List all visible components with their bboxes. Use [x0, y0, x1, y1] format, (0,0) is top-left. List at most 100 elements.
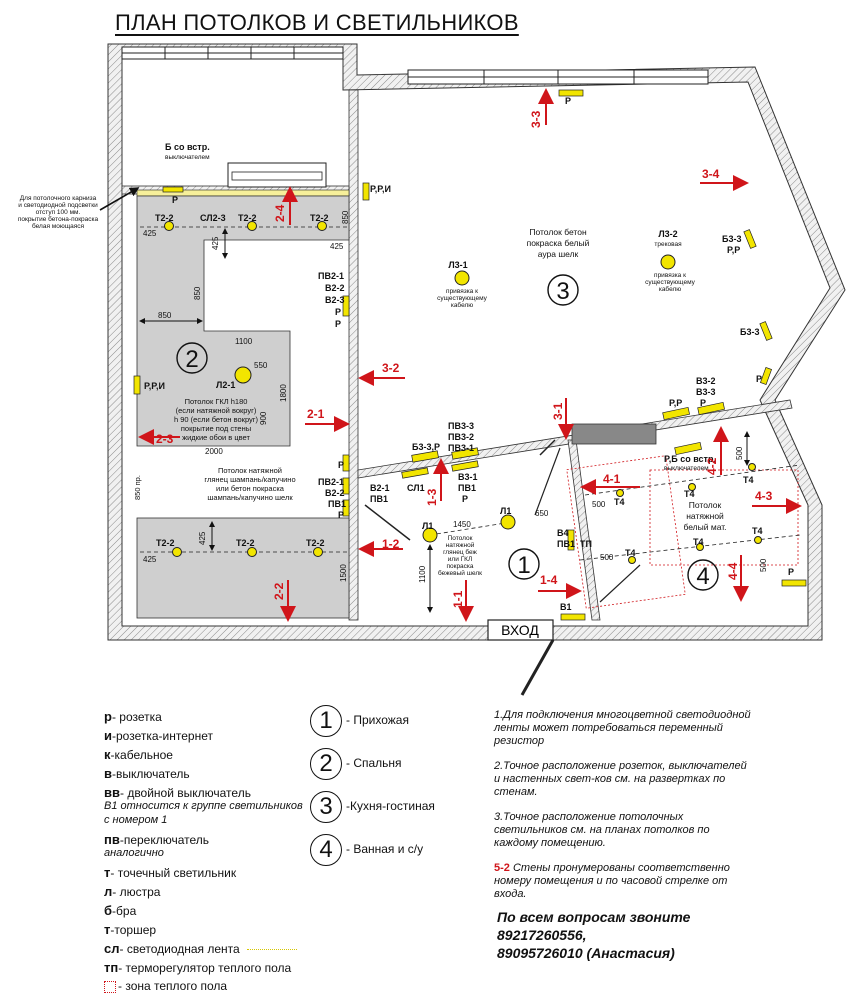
svg-text:2: 2 [185, 346, 198, 373]
svg-text:ПВ2-1: ПВ2-1 [318, 271, 344, 281]
room-key-item: 2- Спальня [310, 748, 480, 788]
room2-bottom-zone [136, 517, 350, 619]
svg-text:глянец шампань/капучино: глянец шампань/капучино [204, 475, 295, 484]
warm-floor-zone-1 [566, 455, 686, 609]
lamp-t4-d [628, 556, 636, 564]
room-number-4 [687, 559, 719, 591]
switch-sl1 [401, 467, 429, 479]
wall-2-3 [348, 89, 359, 621]
svg-text:Б3-3: Б3-3 [740, 327, 759, 337]
svg-text:1450: 1450 [453, 520, 471, 529]
switch-col-1 [342, 454, 350, 472]
svg-text:аура шелк: аура шелк [538, 249, 579, 259]
svg-text:1500: 1500 [339, 564, 348, 582]
contact-block: По всем вопросам звоните 89217260556, 89… [497, 908, 690, 962]
svg-text:Т2-2: Т2-2 [238, 213, 257, 223]
chandelier-l3-1 [454, 270, 470, 286]
svg-text:Р: Р [565, 96, 571, 106]
legend-item: вв- двойной выключатель [104, 785, 251, 800]
svg-text:Р: Р [172, 195, 178, 205]
legend-item: - зона теплого пола [104, 977, 334, 996]
svg-text:СЛ1: СЛ1 [407, 483, 425, 493]
svg-text:ТП: ТП [580, 539, 592, 549]
legend-item: к-кабельное [104, 747, 173, 762]
room-number-1 [508, 548, 540, 580]
legend-item: в-выключатель [104, 766, 190, 781]
wall-arrow-4-1: 4-1 [603, 472, 621, 486]
switch-rb [674, 441, 702, 456]
svg-text:Р: Р [335, 319, 341, 329]
svg-text:Потолок бетон: Потолок бетон [529, 227, 587, 237]
wall-arrow-2-1: 2-1 [307, 407, 325, 421]
legend-item: б-бра [104, 903, 137, 918]
svg-text:Л2-1: Л2-1 [216, 380, 235, 390]
svg-text:покрытие бетона-покраска: покрытие бетона-покраска [18, 215, 99, 223]
note-4: 5-2 Стены пронумерованы соответственно н… [494, 862, 730, 900]
svg-text:Р,Б со встр.: Р,Б со встр. [664, 454, 716, 464]
svg-text:Т4: Т4 [684, 489, 695, 499]
room-number-3 [547, 274, 579, 306]
socket-right-r [759, 367, 773, 385]
svg-text:900: 900 [259, 411, 268, 425]
entrance-label: ВХОД [501, 622, 539, 638]
svg-text:Р: Р [335, 307, 341, 317]
switch-v31 [451, 460, 479, 472]
svg-text:425: 425 [198, 531, 207, 545]
svg-text:850: 850 [158, 311, 172, 320]
svg-text:Р: Р [462, 494, 468, 504]
svg-text:кабелю: кабелю [659, 285, 681, 293]
legend-item: сл- светодиодная лента [104, 939, 334, 958]
switch-b-label: Б со встр. [165, 142, 210, 152]
outer-wall [107, 43, 846, 641]
contact-phone-1: 89217260556, [497, 927, 587, 943]
contact-phone-2: 89095726010 (Анастасия) [497, 945, 675, 961]
lamp-t4-b [688, 483, 696, 491]
legend-item: р- розетка [104, 709, 162, 724]
lamp-t2-2-f [313, 547, 323, 557]
svg-text:В2-3: В2-3 [325, 295, 345, 305]
room-number-2 [176, 342, 208, 374]
svg-text:Т2-2: Т2-2 [156, 538, 175, 548]
svg-text:Р: Р [756, 374, 762, 384]
floor-plan: ВХОД [18, 43, 846, 696]
chandelier-l2-1 [234, 366, 252, 384]
wall-arrow-1-1: 1-1 [451, 590, 465, 608]
room-key-item: 1- Прихожая [310, 705, 480, 745]
lamp-t2-2-a [164, 221, 174, 231]
svg-text:1: 1 [517, 552, 530, 579]
switch-pv33 [451, 447, 479, 460]
svg-text:1800: 1800 [279, 384, 288, 402]
svg-text:h 90 (если бетон вокруг): h 90 (если бетон вокруг) [174, 415, 259, 424]
lamp-t4-a [616, 489, 624, 497]
svg-text:ПВ2-1: ПВ2-1 [318, 477, 344, 487]
svg-text:СЛ2-3: СЛ2-3 [200, 213, 226, 223]
svg-text:Л1: Л1 [422, 521, 433, 531]
svg-text:ПВ3-1: ПВ3-1 [448, 443, 474, 453]
note-1: 1.Для подключения многоцветной светодиод… [494, 709, 751, 747]
warm-floor-swatch [104, 980, 116, 993]
svg-text:Т2-2: Т2-2 [306, 538, 325, 548]
window-room2 [227, 162, 327, 188]
switch-v32 [697, 401, 725, 416]
lamp-t4-c [748, 463, 756, 471]
svg-text:Б3-3: Б3-3 [722, 234, 741, 244]
note-2: 2.Точное расположение розеток, выключате… [494, 760, 747, 798]
svg-text:850: 850 [341, 210, 350, 224]
svg-text:650: 650 [535, 509, 549, 518]
svg-text:1100: 1100 [235, 337, 253, 346]
socket-rri-right [362, 182, 370, 201]
svg-text:Потолок ГКЛ h180: Потолок ГКЛ h180 [185, 397, 248, 406]
svg-text:белый мат.: белый мат. [683, 522, 726, 532]
svg-text:2000: 2000 [205, 447, 223, 456]
wall-dark-block [571, 423, 657, 445]
svg-text:850: 850 [193, 286, 202, 300]
wall-arrow-1-4: 1-4 [540, 573, 558, 587]
svg-text:существующему: существующему [645, 279, 695, 286]
svg-text:Б3-3,Р: Б3-3,Р [412, 442, 440, 452]
chandelier-l3-2 [660, 254, 676, 270]
room-key-item: 3-Кухня-гостиная [310, 791, 480, 831]
svg-text:натяжной: натяжной [686, 511, 724, 521]
lamp-t2-2-e [247, 547, 257, 557]
svg-text:или бетон покраска: или бетон покраска [216, 484, 285, 493]
svg-text:В3-3: В3-3 [696, 387, 716, 397]
